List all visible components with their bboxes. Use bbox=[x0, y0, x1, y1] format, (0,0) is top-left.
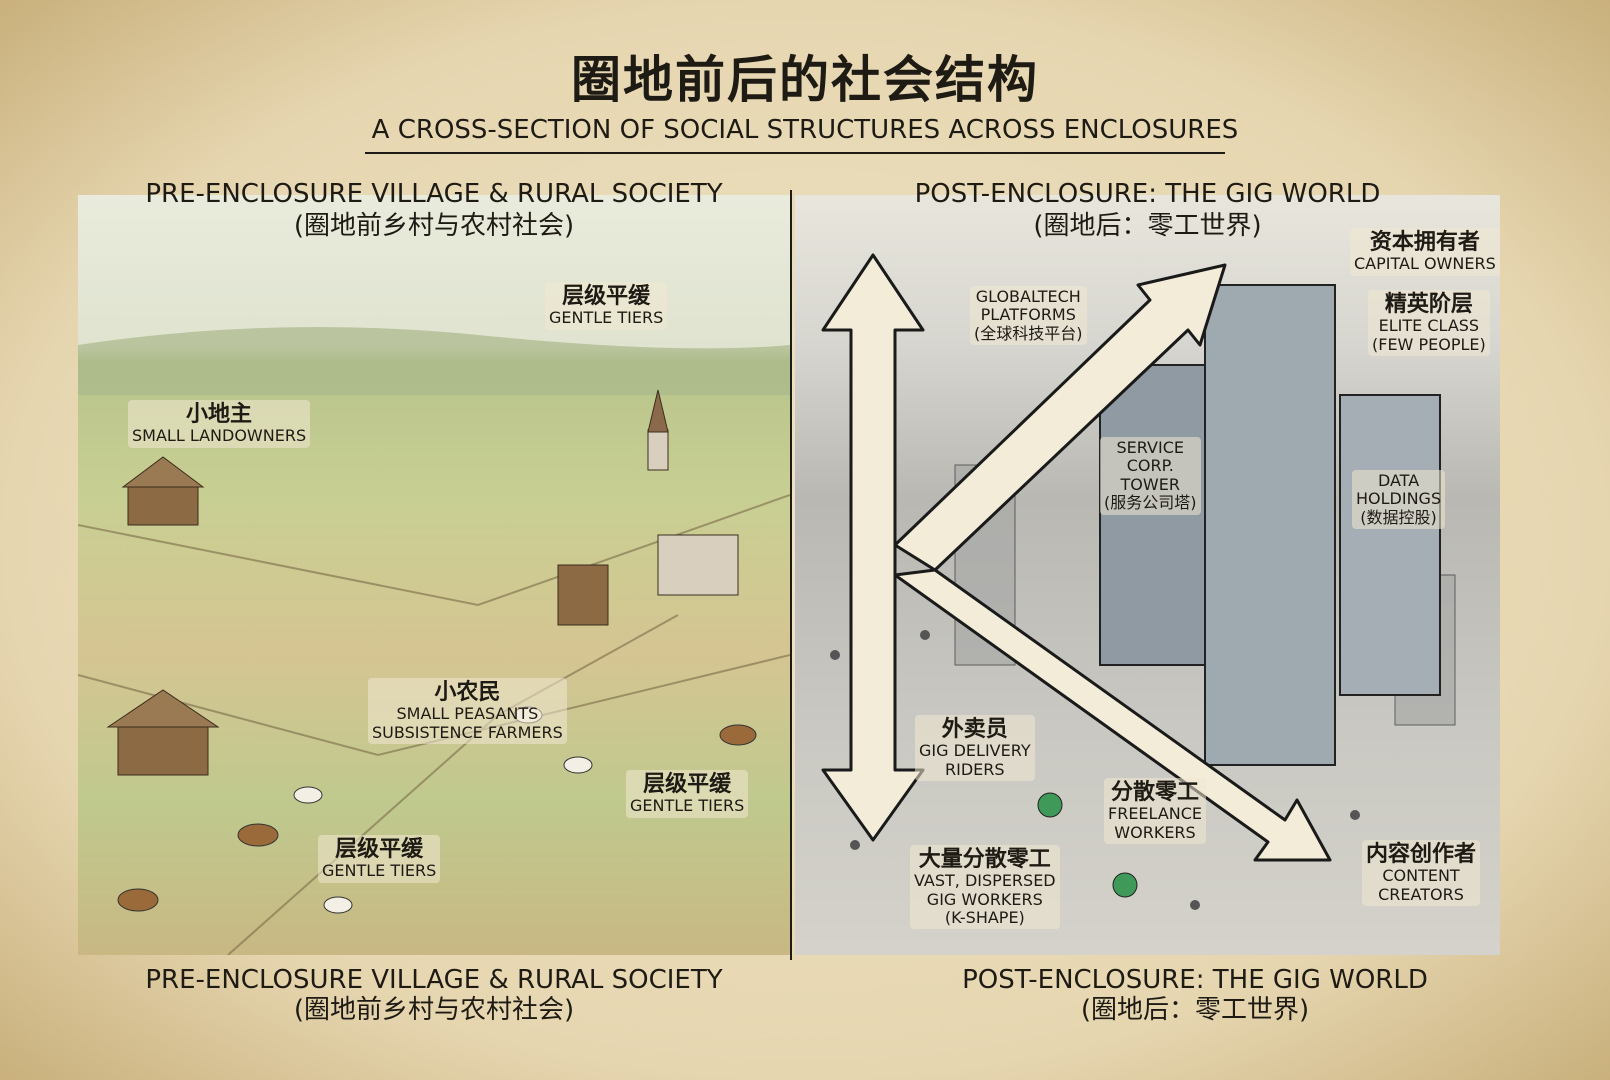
left-heading-zh: (圈地前乡村与农村社会) bbox=[293, 211, 575, 241]
k-upper-arm-arrow bbox=[893, 263, 1227, 572]
right-heading-en: POST-ENCLOSURE: THE GIG WORLD bbox=[914, 179, 1381, 209]
panel-divider bbox=[790, 190, 792, 960]
left-footer-en: PRE-ENCLOSURE VILLAGE & RURAL SOCIETY bbox=[145, 965, 723, 995]
right-heading-zh: (圈地后：零工世界) bbox=[1033, 211, 1262, 241]
right-footer-en: POST-ENCLOSURE: THE GIG WORLD bbox=[962, 965, 1428, 995]
cottage-icons bbox=[106, 389, 739, 776]
subtitle-underline bbox=[365, 152, 1225, 154]
page-title: 圈地前后的社会结构 bbox=[571, 51, 1039, 109]
k-lower-arm-arrow bbox=[893, 568, 1332, 862]
city-drawing bbox=[830, 284, 1456, 910]
vertical-double-arrow bbox=[821, 253, 925, 842]
left-footer-zh: (圈地前乡村与农村社会) bbox=[293, 995, 575, 1025]
rural-landscape-drawing bbox=[78, 327, 790, 955]
page-subtitle: A CROSS-SECTION OF SOCIAL STRUCTURES ACR… bbox=[371, 115, 1239, 145]
tower-buildings bbox=[1099, 284, 1441, 766]
pre-enclosure-illustration bbox=[78, 195, 790, 955]
right-footer-zh: (圈地后：零工世界) bbox=[1080, 995, 1310, 1025]
left-heading-en: PRE-ENCLOSURE VILLAGE & RURAL SOCIETY bbox=[145, 179, 723, 209]
